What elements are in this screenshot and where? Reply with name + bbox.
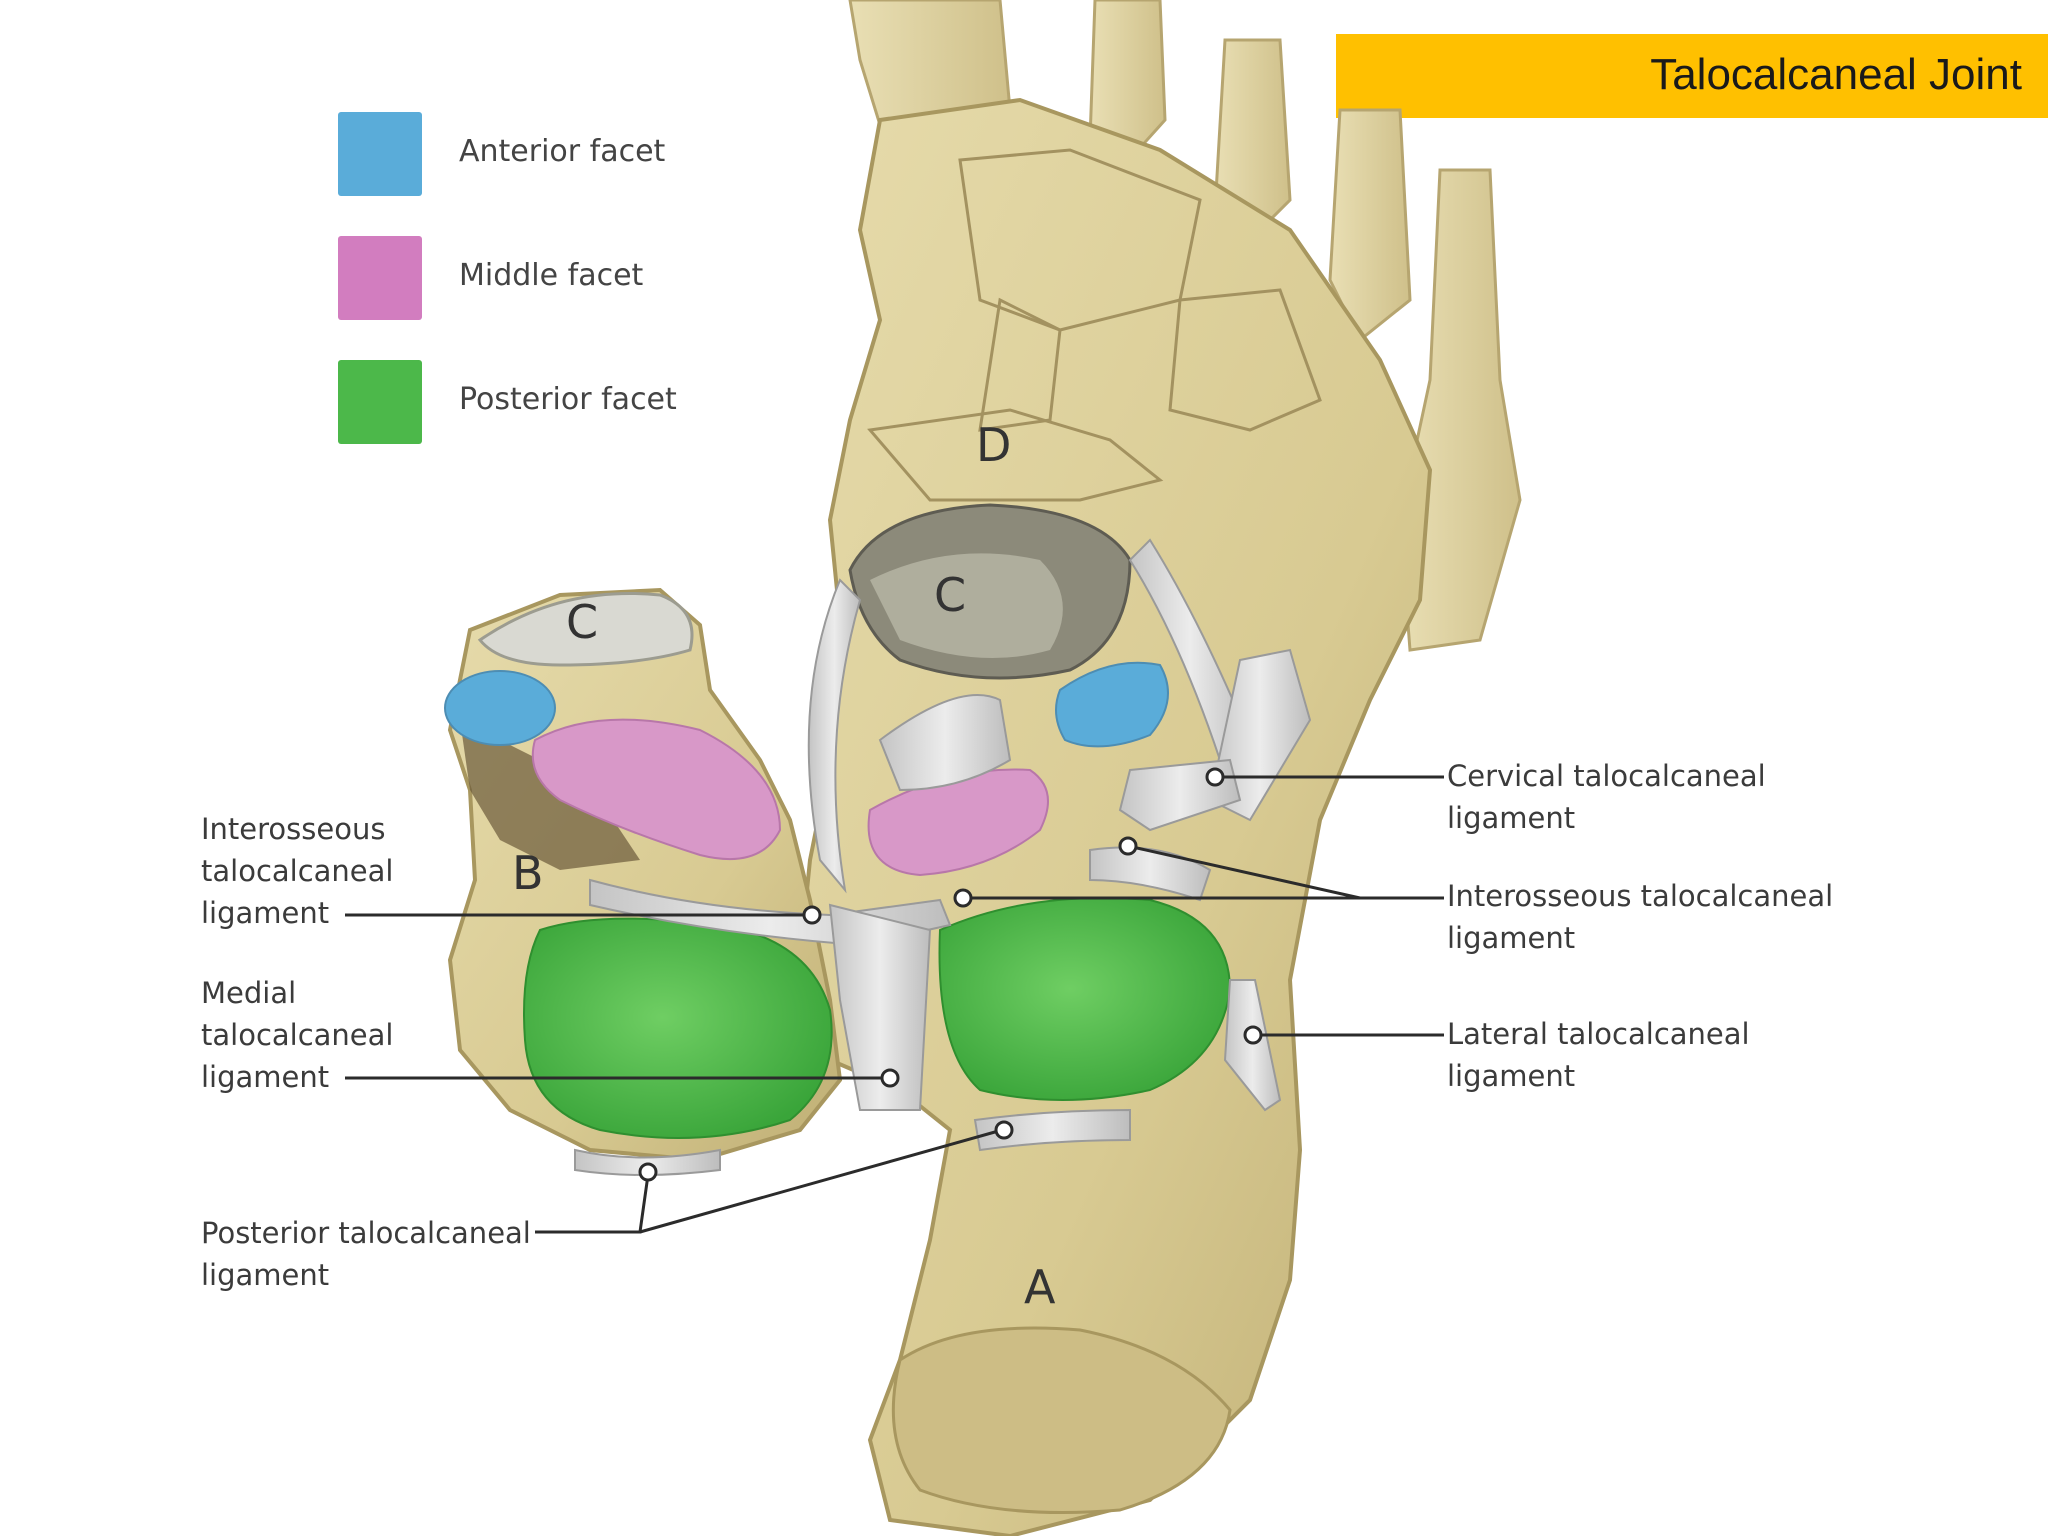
calcaneal-tuberosity [891,1326,1232,1514]
legend-swatch-anterior [338,112,422,196]
bone-letter-c-left: C [566,595,599,649]
label-medial: Medial talocalcaneal ligament [201,976,394,1094]
tarsal-outlines [867,148,1322,502]
title-bar: Talocalcaneal Joint [1336,34,2048,118]
label-lateral: Lateral talocalcaneal ligament [1447,1017,1750,1093]
metatarsal-bones [848,0,1522,652]
bone-letter-b: B [512,846,544,900]
leader-dots [638,767,1263,1182]
bone-letter-a: A [1024,1260,1056,1314]
legend-label-middle: Middle facet [459,258,644,293]
bone-letter-d: D [976,418,1012,472]
legend-swatch-posterior [338,360,422,444]
talus-posterior-facet [523,917,833,1139]
calcaneus-posterior-facet [938,897,1232,1101]
label-interosseous-right: Interosseous talocalcaneal ligament [1447,879,1834,955]
talus-anterior-facet [444,670,556,746]
talus-head-cartilage [477,591,694,667]
calcaneus-anterior-facet [1055,661,1169,748]
legend-label-posterior: Posterior facet [459,382,677,417]
leader-lines [345,775,1444,1234]
legend-swatch-middle [338,236,422,320]
page-title: Talocalcaneal Joint [1650,50,2022,99]
label-interosseous-left: Interosseous talocalcaneal ligament [201,812,394,930]
label-posterior: Posterior talocalcaneal ligament [201,1216,531,1292]
bone-letter-c-right: C [934,568,967,622]
legend-label-anterior: Anterior facet [459,134,666,169]
label-cervical: Cervical talocalcaneal ligament [1447,759,1766,835]
talus-middle-facet [531,718,782,861]
